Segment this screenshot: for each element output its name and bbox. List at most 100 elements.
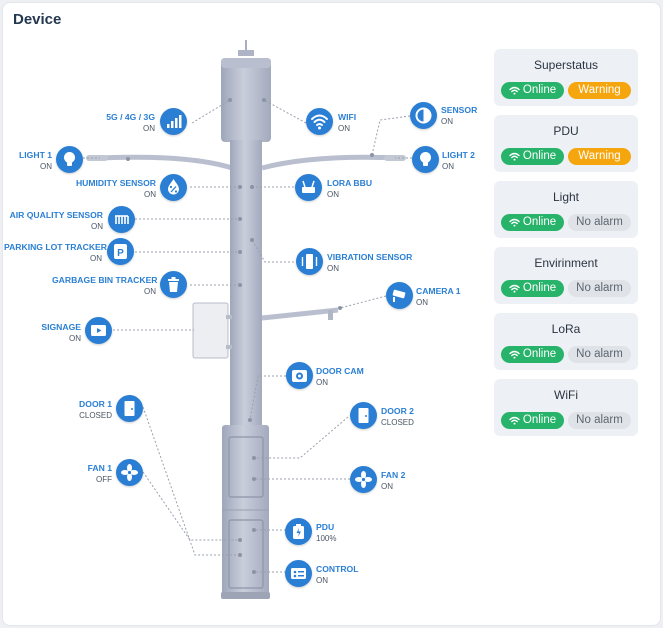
label-garbage: GARBAGE BIN TRACKER ON bbox=[52, 275, 158, 297]
online-badge-text: Online bbox=[522, 282, 557, 294]
label-fan2-status: ON bbox=[381, 482, 393, 491]
fan-icon[interactable] bbox=[350, 466, 377, 493]
label-doorcam: DOOR CAM ON bbox=[316, 366, 376, 388]
label-air-status: ON bbox=[91, 222, 103, 231]
label-signage-status: ON bbox=[69, 334, 81, 343]
panel-title: PDU bbox=[553, 124, 579, 138]
online-badge-text: Online bbox=[522, 348, 557, 360]
warning-badge: Warning bbox=[568, 148, 631, 165]
online-badge-text: Online bbox=[522, 150, 557, 162]
panel-title: Superstatus bbox=[533, 58, 599, 72]
label-control-name: CONTROL bbox=[316, 564, 359, 574]
label-parking: PARKING LOT TRACKER ON bbox=[4, 242, 107, 264]
label-fan1-status: OFF bbox=[96, 475, 112, 484]
label-garbage-status: ON bbox=[144, 287, 156, 296]
label-signage-name: SIGNAGE bbox=[41, 322, 81, 332]
air-quality-icon[interactable] bbox=[108, 206, 135, 233]
signal-bars-icon[interactable] bbox=[160, 108, 187, 135]
status-panel-environment[interactable]: Envirinment Online No alarm bbox=[494, 247, 638, 304]
online-badge-text: Online bbox=[522, 216, 557, 228]
no-alarm-badge: No alarm bbox=[568, 280, 631, 297]
online-badge-text: Online bbox=[522, 414, 557, 426]
panel-title: Light bbox=[552, 190, 580, 204]
label-door1-status: CLOSED bbox=[79, 411, 112, 420]
wifi-icon[interactable] bbox=[306, 108, 333, 135]
label-fan2: FAN 2 ON bbox=[381, 470, 421, 492]
label-pdu-status: 100% bbox=[316, 534, 337, 543]
online-badge: Online bbox=[501, 346, 564, 363]
label-wifi-status: ON bbox=[338, 124, 350, 133]
label-wifi: WIFI ON bbox=[338, 112, 398, 134]
doorcam-icon[interactable] bbox=[286, 362, 313, 389]
label-sensor: SENSOR ON bbox=[441, 105, 501, 127]
label-pdu-name: PDU bbox=[316, 522, 335, 532]
panel-title: WiFi bbox=[554, 388, 578, 402]
label-control: CONTROL ON bbox=[316, 564, 366, 586]
no-alarm-badge: No alarm bbox=[568, 346, 631, 363]
cctv-icon[interactable] bbox=[386, 282, 413, 309]
label-parking-name: PARKING LOT TRACKER bbox=[4, 242, 107, 252]
status-panel-light[interactable]: Light Online No alarm bbox=[494, 181, 638, 238]
label-sensor-status: ON bbox=[441, 117, 453, 126]
router-icon[interactable] bbox=[295, 174, 322, 201]
status-panel-wifi[interactable]: WiFi Online No alarm bbox=[494, 379, 638, 436]
label-lora-status: ON bbox=[327, 190, 339, 199]
label-humidity-name: HUMIDITY SENSOR bbox=[75, 178, 156, 188]
online-badge: Online bbox=[501, 82, 564, 99]
battery-icon[interactable] bbox=[285, 518, 312, 545]
label-light1-status: ON bbox=[40, 162, 52, 171]
label-door2: DOOR 2 CLOSED bbox=[381, 406, 431, 428]
label-light2: LIGHT 2 ON bbox=[442, 150, 492, 172]
vibration-icon[interactable] bbox=[296, 248, 323, 275]
online-badge: Online bbox=[501, 412, 564, 429]
panel-title: LoRa bbox=[551, 322, 581, 336]
door-icon[interactable] bbox=[350, 402, 377, 429]
panel-title: Envirinment bbox=[534, 256, 598, 270]
label-vibration-status: ON bbox=[327, 264, 339, 273]
label-wifi-name: WIFI bbox=[338, 112, 357, 122]
door-icon[interactable] bbox=[116, 395, 143, 422]
label-lora-name: LORA BBU bbox=[327, 178, 373, 188]
label-air: AIR QUALITY SENSOR ON bbox=[4, 210, 103, 232]
label-control-status: ON bbox=[316, 576, 328, 585]
label-doorcam-name: DOOR CAM bbox=[316, 366, 364, 376]
parking-icon[interactable]: P bbox=[107, 238, 134, 265]
label-fan2-name: FAN 2 bbox=[381, 470, 406, 480]
label-lora: LORA BBU ON bbox=[327, 178, 397, 200]
warning-badge: Warning bbox=[568, 82, 631, 99]
svg-text:P: P bbox=[117, 248, 124, 259]
online-badge: Online bbox=[501, 148, 564, 165]
label-door1-name: DOOR 1 bbox=[79, 399, 112, 409]
bulb-icon[interactable] bbox=[412, 146, 439, 173]
label-light1: LIGHT 1 ON bbox=[8, 150, 52, 172]
half-circle-icon[interactable] bbox=[410, 102, 437, 129]
label-doorcam-status: ON bbox=[316, 378, 328, 387]
label-sensor-name: SENSOR bbox=[441, 105, 478, 115]
page-title: Device bbox=[13, 11, 62, 28]
online-badge-text: Online bbox=[522, 84, 557, 96]
label-5g-name: 5G / 4G / 3G bbox=[106, 112, 155, 122]
label-light1-name: LIGHT 1 bbox=[19, 150, 52, 160]
label-light2-name: LIGHT 2 bbox=[442, 150, 475, 160]
droplet-percent-icon[interactable] bbox=[160, 174, 187, 201]
label-fan1: FAN 1 OFF bbox=[72, 463, 112, 485]
label-humidity-status: ON bbox=[144, 190, 156, 199]
status-panel-superstatus[interactable]: Superstatus Online Warning bbox=[494, 49, 638, 106]
label-pdu: PDU 100% bbox=[316, 522, 356, 544]
label-humidity: HUMIDITY SENSOR ON bbox=[60, 178, 156, 200]
control-panel-icon[interactable] bbox=[285, 560, 312, 587]
label-vibration: VIBRATION SENSOR ON bbox=[327, 252, 427, 274]
label-air-name: AIR QUALITY SENSOR bbox=[9, 210, 103, 220]
online-badge: Online bbox=[501, 280, 564, 297]
trash-icon[interactable] bbox=[160, 271, 187, 298]
status-panel-lora[interactable]: LoRa Online No alarm bbox=[494, 313, 638, 370]
label-camera1-name: CAMERA 1 bbox=[416, 286, 461, 296]
label-garbage-name: GARBAGE BIN TRACKER bbox=[52, 275, 158, 285]
label-parking-status: ON bbox=[90, 254, 102, 263]
fan-icon[interactable] bbox=[116, 459, 143, 486]
play-screen-icon[interactable] bbox=[85, 317, 112, 344]
status-panel-pdu[interactable]: PDU Online Warning bbox=[494, 115, 638, 172]
bulb-icon[interactable] bbox=[56, 146, 83, 173]
label-door2-name: DOOR 2 bbox=[381, 406, 414, 416]
